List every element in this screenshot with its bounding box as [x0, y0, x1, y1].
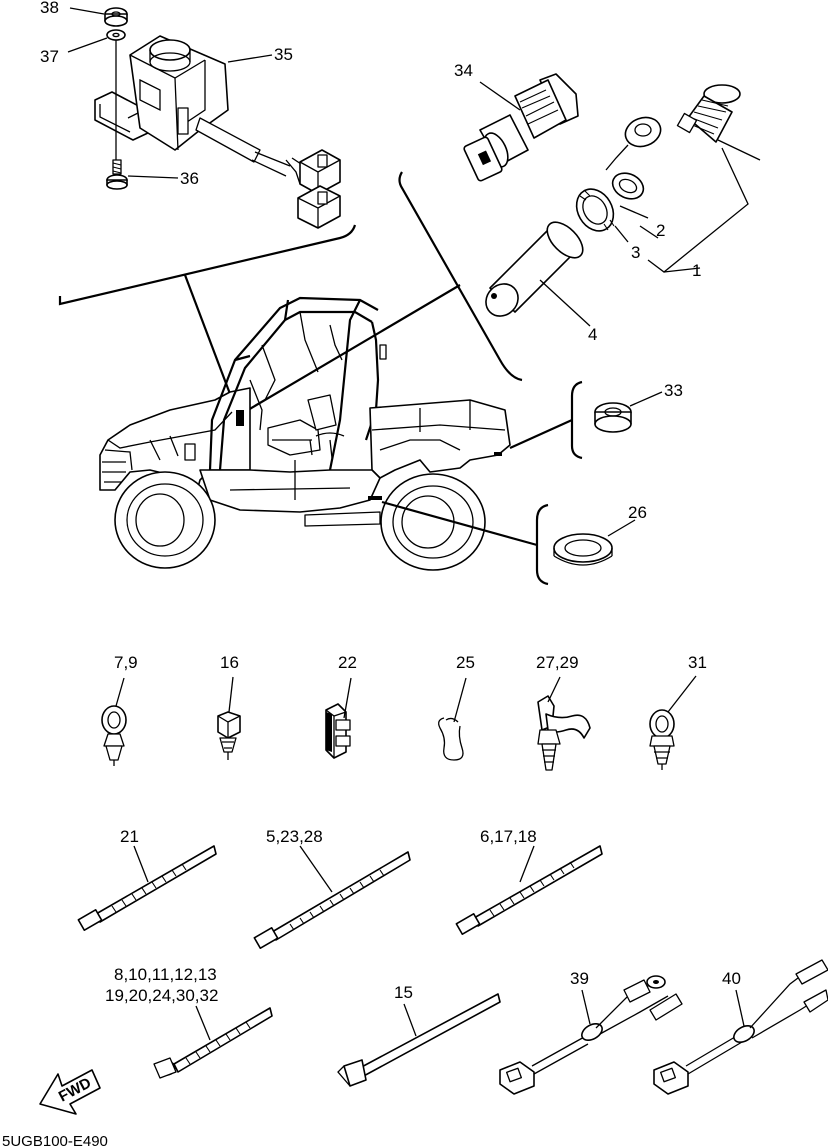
callout-5-23-28: 5,23,28	[266, 827, 323, 846]
callout-37: 37	[40, 47, 59, 66]
nut-38	[104, 7, 128, 27]
part-4-grommet	[485, 221, 584, 317]
part-35-assembly	[67, 7, 341, 229]
callout-40: 40	[722, 969, 741, 988]
callout-8-line2: 19,20,24,30,32	[105, 986, 218, 1005]
callout-8-line1: 8,10,11,12,13	[114, 965, 217, 984]
clip-27-29	[537, 676, 591, 771]
callout-36: 36	[180, 169, 199, 188]
clip-31	[649, 675, 697, 770]
callout-7-9: 7,9	[114, 653, 138, 672]
callout-27-29: 27,29	[536, 653, 579, 672]
harness-40	[653, 959, 828, 1095]
harness-39	[499, 975, 683, 1095]
callout-2: 2	[656, 221, 665, 240]
part-33-grommet	[509, 380, 663, 460]
utv-vehicle-illustration	[99, 296, 511, 571]
bolt-36	[106, 159, 128, 190]
front-wheel	[114, 471, 216, 569]
part-34-sensor	[463, 73, 579, 182]
callout-15: 15	[394, 983, 413, 1002]
part-26-grommet	[381, 500, 636, 586]
washer-37	[106, 29, 126, 41]
part-1-socket	[676, 84, 761, 161]
diagram-code: 5UGB100-E490	[2, 1133, 108, 1148]
callout-labels: 38 37 35 36 34 2 3 1 4 33 26 7,9 16 22 2…	[2, 0, 741, 1148]
cable-tie-15	[337, 993, 501, 1087]
rear-wheel	[380, 473, 486, 571]
clip-7-9	[101, 677, 127, 766]
clip-16	[217, 676, 241, 760]
part-2-cap	[605, 116, 662, 200]
callout-35: 35	[274, 45, 293, 64]
part-3-nut	[575, 188, 615, 232]
clip-25	[438, 677, 467, 761]
zoom-indicator-lines	[58, 171, 523, 416]
callout-1: 1	[692, 261, 701, 280]
callout-21: 21	[120, 827, 139, 846]
callout-34: 34	[454, 61, 473, 80]
callout-4: 4	[588, 325, 597, 344]
callout-26: 26	[628, 503, 647, 522]
callout-6-17-18: 6,17,18	[480, 827, 537, 846]
callout-38: 38	[40, 0, 59, 17]
callout-bracket-1-2-3	[539, 147, 749, 327]
callout-25: 25	[456, 653, 475, 672]
callout-16: 16	[220, 653, 239, 672]
callout-3: 3	[631, 243, 640, 262]
clip-22	[325, 677, 352, 759]
callout-31: 31	[688, 653, 707, 672]
fwd-arrow-icon: FWD	[39, 1069, 101, 1115]
callout-39: 39	[570, 969, 589, 988]
callout-22: 22	[338, 653, 357, 672]
callout-33: 33	[664, 381, 683, 400]
cable-tie-21	[77, 845, 217, 931]
cable-tie-5-23-28	[253, 845, 411, 949]
cable-tie-8-group	[153, 1005, 273, 1079]
cable-tie-6-17-18	[455, 845, 603, 935]
